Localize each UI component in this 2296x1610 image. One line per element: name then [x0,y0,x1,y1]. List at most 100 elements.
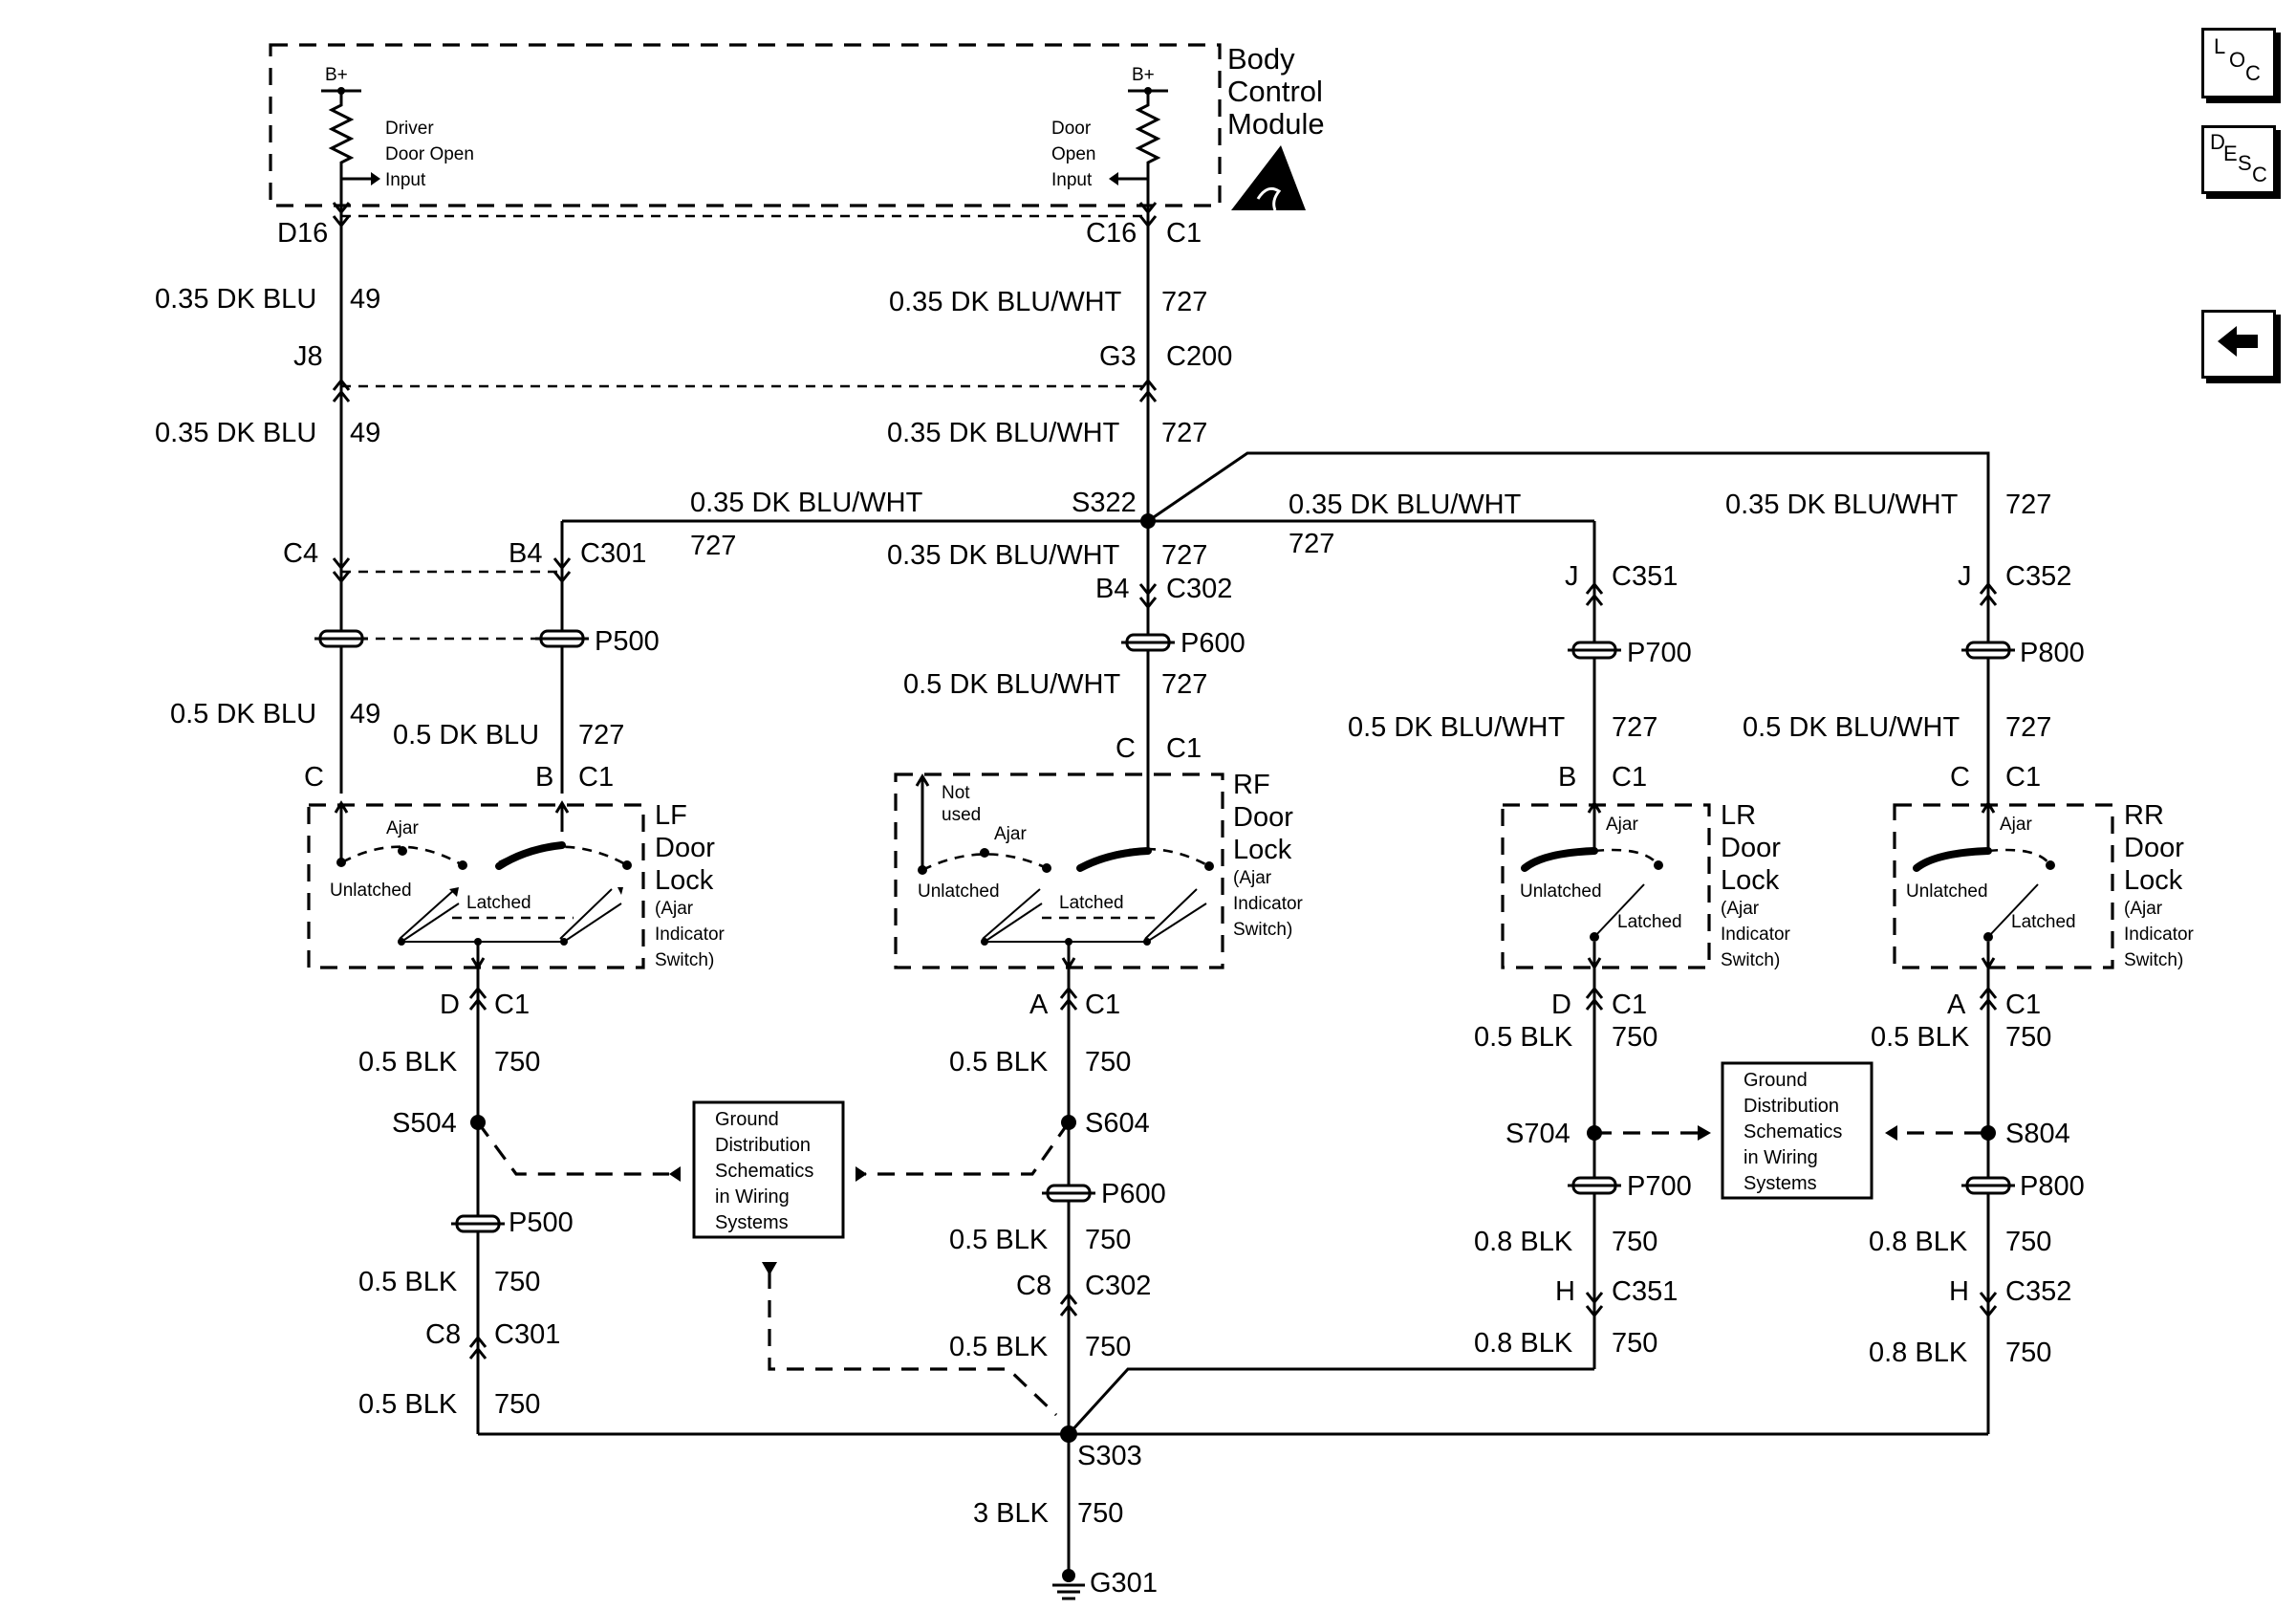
driver-input-label: Driver [385,119,434,139]
wire-label: 0.8 BLK [1474,1227,1573,1257]
switch-subtitle: Switch) [1233,920,1292,940]
unlatched-label: Unlatched [330,881,412,901]
ground-distribution-ref-right[interactable]: Ground Distribution Schematics in Wiring… [1721,1061,1874,1200]
ajar-label: Ajar [2000,815,2032,835]
switch-arm [1913,847,1992,872]
connector-chevron [332,202,351,228]
wire-label: 0.5 BLK [1474,1022,1573,1053]
wire-label: C301 [580,538,646,569]
latched-label: Latched [1617,912,1682,932]
wire-label: 0.8 BLK [1869,1227,1968,1257]
unlatched-label: Unlatched [918,881,1000,902]
splice-s303 [1060,1425,1077,1443]
wire-label: S504 [392,1108,457,1139]
wire-label: D [1551,990,1571,1020]
not-used-label: used [942,805,981,825]
switch-title: Lock [1233,835,1292,865]
splices [470,513,1996,1443]
wire-label: 750 [1085,1225,1131,1255]
ground-distribution-ref-left[interactable]: Ground Distribution Schematics in Wiring… [692,1100,845,1239]
switch-title: Lock [655,865,714,896]
connector-chevron [1059,1292,1078,1316]
wire-label: C1 [2005,990,2041,1020]
wire-label: 750 [2005,1338,2051,1368]
back-button[interactable] [2201,310,2276,379]
wire-label: S704 [1505,1119,1570,1149]
switch-subtitle: Indicator [1721,925,1791,945]
wire-label: 0.5 BLK [949,1047,1049,1077]
switch-boundary [1893,803,2114,969]
connector-chevron [468,1335,487,1360]
switch-subtitle: Indicator [1233,894,1304,914]
wire-label: C8 [1016,1271,1051,1301]
switch-arm [1076,847,1152,872]
wire-label: C351 [1612,561,1678,592]
connector-chevron [1138,202,1158,228]
ground-ref-text: Ground [1744,1070,1808,1091]
wire-label: 0.5 DK BLU/WHT [1348,712,1565,743]
connector-chevron [1059,986,1078,1011]
wire-label: 0.35 DK BLU/WHT [887,540,1120,571]
ground-ref-text: Distribution [715,1135,811,1156]
wire-label: 750 [494,1267,540,1297]
wire-label: 0.35 DK BLU/WHT [887,418,1120,448]
switch-title: Door [1721,833,1781,863]
wire-label: 0.35 DK BLU/WHT [1725,490,1959,520]
bcm-title-line: Module [1227,107,1325,141]
inline-connector-icon [535,629,589,648]
wire-label: 750 [1085,1047,1131,1077]
connector-chevron [1585,1292,1604,1318]
wire-label: 0.5 BLK [949,1332,1049,1362]
wire-label: 750 [1612,1227,1657,1257]
switch-subtitle: (Ajar [1233,868,1272,888]
input-arrow-icon [1109,172,1118,185]
wire-label: B4 [1095,574,1129,604]
wire-label: J8 [293,341,323,372]
wire-label: C1 [2005,762,2041,793]
wire-label: 750 [494,1389,540,1420]
wire-label: 3 BLK [973,1498,1050,1529]
wire-label: G3 [1099,341,1137,372]
location-view-button[interactable]: L O C [2201,28,2276,98]
inline-connector-icon [451,1214,505,1233]
wire-label: H [1555,1276,1575,1307]
ground-ref-text: Distribution [1744,1096,1839,1117]
description-view-button[interactable]: D E S C [2201,125,2276,194]
wire-label: S303 [1077,1441,1142,1471]
inline-connector-icon [1568,1176,1621,1195]
switch-boundary [1501,803,1711,969]
bplus-label: B+ [325,65,348,85]
latched-label: Latched [466,893,531,913]
bcm-title-line: Control [1227,75,1323,108]
wire-label: 49 [350,418,380,448]
inline-connector-icon [1042,1184,1095,1203]
ajar-label: Ajar [386,818,419,838]
switch-arm [495,841,566,870]
switch-subtitle: Indicator [655,925,726,945]
wire-label: C352 [2005,561,2071,592]
rr-door-lock-switch: Ajar Unlatched Latched RR Door Lock (Aja… [1893,800,2195,970]
driver-input-label: Door Open [385,144,474,164]
wire-label: 727 [690,531,736,561]
wire-label: S804 [2005,1119,2070,1149]
wire-label: C1 [1166,218,1202,249]
esd-warning-icon [1231,145,1306,211]
wire-label: 750 [1085,1332,1131,1362]
wire-label: C16 [1086,218,1137,249]
wire-label: C1 [1612,990,1647,1020]
bcm-boundary [269,43,1222,207]
switch-arm [1521,847,1598,872]
door-input-label: Door [1051,119,1092,139]
wire-label: C200 [1166,341,1232,372]
wire-label: C301 [494,1319,560,1350]
latched-label: Latched [2011,912,2076,932]
ajar-label: Ajar [994,824,1027,844]
wire-label: 0.35 DK BLU [155,284,316,315]
wire-label: P800 [2020,1171,2085,1202]
wire-label: B4 [509,538,542,569]
wire-label: 0.8 BLK [1869,1338,1968,1368]
wire-727-rr [1147,451,1990,803]
loc-letter: C [2245,61,2261,85]
lf-door-lock-switch: Ajar Unlatched Latched LF Door Lock (Aja… [307,800,726,970]
